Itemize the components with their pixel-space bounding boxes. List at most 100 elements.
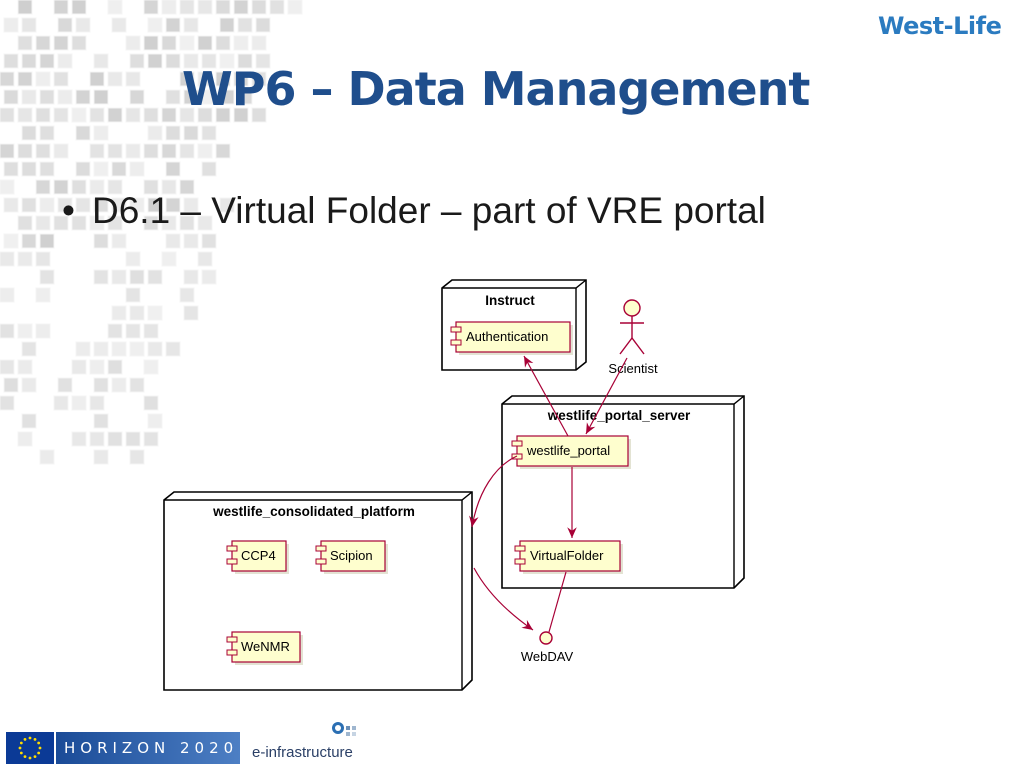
component-virtual-folder: VirtualFolder [514,540,623,574]
decorative-tile [201,89,217,105]
decorative-tile [53,395,69,411]
decorative-tile [35,179,51,195]
horizon-2020-logo: HORIZON 2020 [56,732,240,764]
decorative-tile [89,179,105,195]
decorative-tile [107,143,123,159]
decorative-tile [35,107,51,123]
decorative-tile [71,395,87,411]
decorative-tile [3,197,19,213]
decorative-tile [165,197,181,213]
decorative-tile [165,233,181,249]
decorative-tile [179,0,195,15]
decorative-tile [0,323,15,339]
decorative-tile [17,215,33,231]
decorative-tile [129,305,145,321]
decorative-tile [57,89,73,105]
decorative-tile [39,53,55,69]
component-scipion: Scipion [315,540,388,574]
decorative-tile [237,53,253,69]
decorative-tile [93,53,109,69]
decorative-tile [0,107,15,123]
decorative-tile [233,107,249,123]
decorative-tile [197,0,213,15]
decorative-tile [53,107,69,123]
decorative-tile [165,341,181,357]
interface-webdav-circle [539,631,553,645]
decorative-tile [147,17,163,33]
decorative-tile [125,287,141,303]
decorative-tile [143,323,159,339]
decorative-tile [165,125,181,141]
decorative-tile [75,341,91,357]
decorative-tile [201,53,217,69]
decorative-tile [215,143,231,159]
decorative-tile [147,125,163,141]
decorative-tile [35,71,51,87]
decorative-tile [0,359,15,375]
decorative-tile [147,53,163,69]
decorative-tile [125,107,141,123]
decorative-tile [143,143,159,159]
decorative-tile [39,449,55,465]
decorative-tile [39,197,55,213]
decorative-tile [161,0,177,15]
decorative-tile [57,197,73,213]
decorative-tile [219,53,235,69]
decorative-tile [129,197,145,213]
decorative-tile [75,161,91,177]
eu-star-icon [38,746,42,750]
decorative-tile [111,341,127,357]
decorative-tile [161,215,177,231]
decorative-tile [251,0,267,15]
decorative-tile [35,287,51,303]
decorative-tile [89,359,105,375]
decorative-tile [93,197,109,213]
decorative-tile [201,125,217,141]
decorative-tile [111,269,127,285]
decorative-tile [129,161,145,177]
decorative-tile [179,179,195,195]
relationship-arrows [469,355,628,633]
decorative-tile [21,413,37,429]
bullet-dot-icon: • [62,190,75,231]
arrow-platform-to-webdav [473,567,534,631]
decorative-tile [111,17,127,33]
decorative-tile [75,17,91,33]
eu-stars-icon [18,736,42,760]
decorative-tile [111,377,127,393]
bullet-text: D6.1 – Virtual Folder – part of VRE port… [92,190,766,231]
decorative-tile [161,107,177,123]
decorative-tile [251,107,267,123]
decorative-tile [57,53,73,69]
decorative-tile [21,89,37,105]
decorative-tile [147,197,163,213]
decorative-tile [35,323,51,339]
decorative-tile [89,107,105,123]
decorative-tile [197,215,213,231]
decorative-tile [17,143,33,159]
decorative-tile [0,287,15,303]
decorative-tile [143,395,159,411]
decorative-tile [215,35,231,51]
decorative-tile [89,215,105,231]
component-authentication: Authentication [450,321,573,355]
eu-star-icon [28,736,32,740]
decorative-tile [179,71,195,87]
decorative-tile [71,179,87,195]
decorative-tile [129,377,145,393]
decorative-tile [125,143,141,159]
decorative-tile [161,143,177,159]
decorative-tile [147,269,163,285]
decorative-tile [17,431,33,447]
decorative-tile [255,53,271,69]
decorative-tile [183,17,199,33]
decorative-tile [237,17,253,33]
arrow-portal-to-platform [469,455,518,528]
component-wenmr-label: WeNMR [241,639,290,654]
decorative-tile [183,53,199,69]
decorative-tile [3,17,19,33]
decorative-tile [89,431,105,447]
decorative-tile [111,161,127,177]
node-portal-server-label: westlife_portal_server [547,408,691,423]
